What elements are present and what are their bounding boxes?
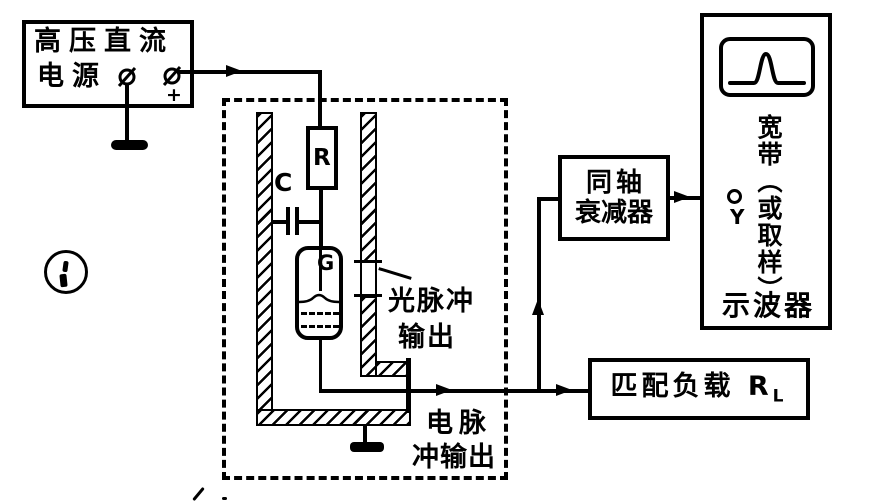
branch-wire-horizontal: [537, 197, 561, 201]
pulse-chamber-dashed-outline: [222, 98, 508, 480]
oscilloscope-bottom-label: 示波器: [722, 289, 816, 322]
scan-artifact-dot: [222, 497, 227, 500]
feed-wire-horizontal: [178, 70, 322, 74]
output-endcap: [406, 358, 411, 413]
chamber-bottom-wall: [256, 409, 411, 426]
oscilloscope-vertical-label: 宽带（或取样）: [754, 114, 783, 303]
matched-load-subscript: L: [772, 386, 788, 407]
arrow-output-2-icon: [556, 384, 572, 396]
ground-wire-power: [125, 84, 129, 142]
oscilloscope-screen: [719, 37, 815, 97]
light-output-label-line1: 光脉冲: [388, 286, 475, 317]
circled-mark-speck-2: [59, 273, 68, 288]
power-supply-title-line1: 高压直流: [34, 26, 174, 57]
arrow-feed-icon: [226, 65, 242, 77]
tube-electrode-wire: [319, 248, 322, 291]
tube-output-wire: [319, 338, 322, 392]
light-output-label-line2: 输出: [398, 322, 456, 353]
matched-load-text: 匹配负载 R: [610, 370, 773, 402]
resistor-label: R: [313, 145, 331, 171]
electrical-output-label-line1: 电脉: [426, 408, 492, 439]
scan-artifact-stroke: [192, 486, 205, 502]
ground-wire-chamber: [363, 424, 367, 444]
chamber-left-wall: [256, 112, 273, 426]
capacitor-plate-right: [295, 207, 299, 235]
attenuator-output-wire: [669, 196, 729, 200]
arrow-branch-up-icon: [532, 299, 544, 315]
terminal-positive-icon: [162, 66, 182, 86]
window-tick-top: [354, 260, 382, 263]
chamber-right-foot: [375, 361, 409, 377]
arrow-output-1-icon: [436, 384, 452, 396]
capacitor-wire-left: [272, 220, 287, 224]
ground-icon-chamber: [350, 442, 384, 452]
capacitor-label: C: [274, 168, 293, 197]
capacitor-plate-left: [286, 207, 290, 235]
chamber-right-wall-lower: [360, 296, 377, 377]
capacitor-wire-right: [299, 220, 320, 224]
chamber-right-wall-upper: [360, 112, 377, 262]
matched-load-box: 匹配负载 RL: [588, 358, 810, 420]
attenuator-label-line2: 衰减器: [574, 198, 653, 228]
electrical-output-label-line2: 冲输出: [412, 442, 496, 473]
output-wire-horizontal: [319, 389, 589, 393]
window-tick-bottom: [354, 294, 382, 297]
tube-meniscus-icon: [299, 293, 339, 304]
tube-level-dash-1: [301, 312, 339, 315]
y-input-terminal-icon: [727, 189, 742, 204]
power-supply-title-line2: 电源: [37, 61, 107, 92]
arrow-to-scope-icon: [674, 191, 690, 203]
matched-load-label: 匹配负载 RL: [610, 373, 787, 405]
light-output-window: [360, 262, 377, 296]
resistor-to-tube-wire: [319, 189, 323, 248]
pulse-waveform-icon: [728, 51, 806, 85]
plus-sign-label: +: [166, 84, 182, 106]
ground-icon-power: [111, 140, 148, 150]
tube-level-dash-2: [301, 325, 339, 328]
power-supply-box: [22, 20, 194, 108]
resistor-box: [306, 126, 338, 190]
y-input-label: Y: [730, 205, 745, 229]
branch-wire-vertical: [537, 197, 541, 391]
attenuator-box: 同轴 衰减器: [558, 155, 670, 241]
attenuator-label-line1: 同轴: [585, 168, 646, 198]
